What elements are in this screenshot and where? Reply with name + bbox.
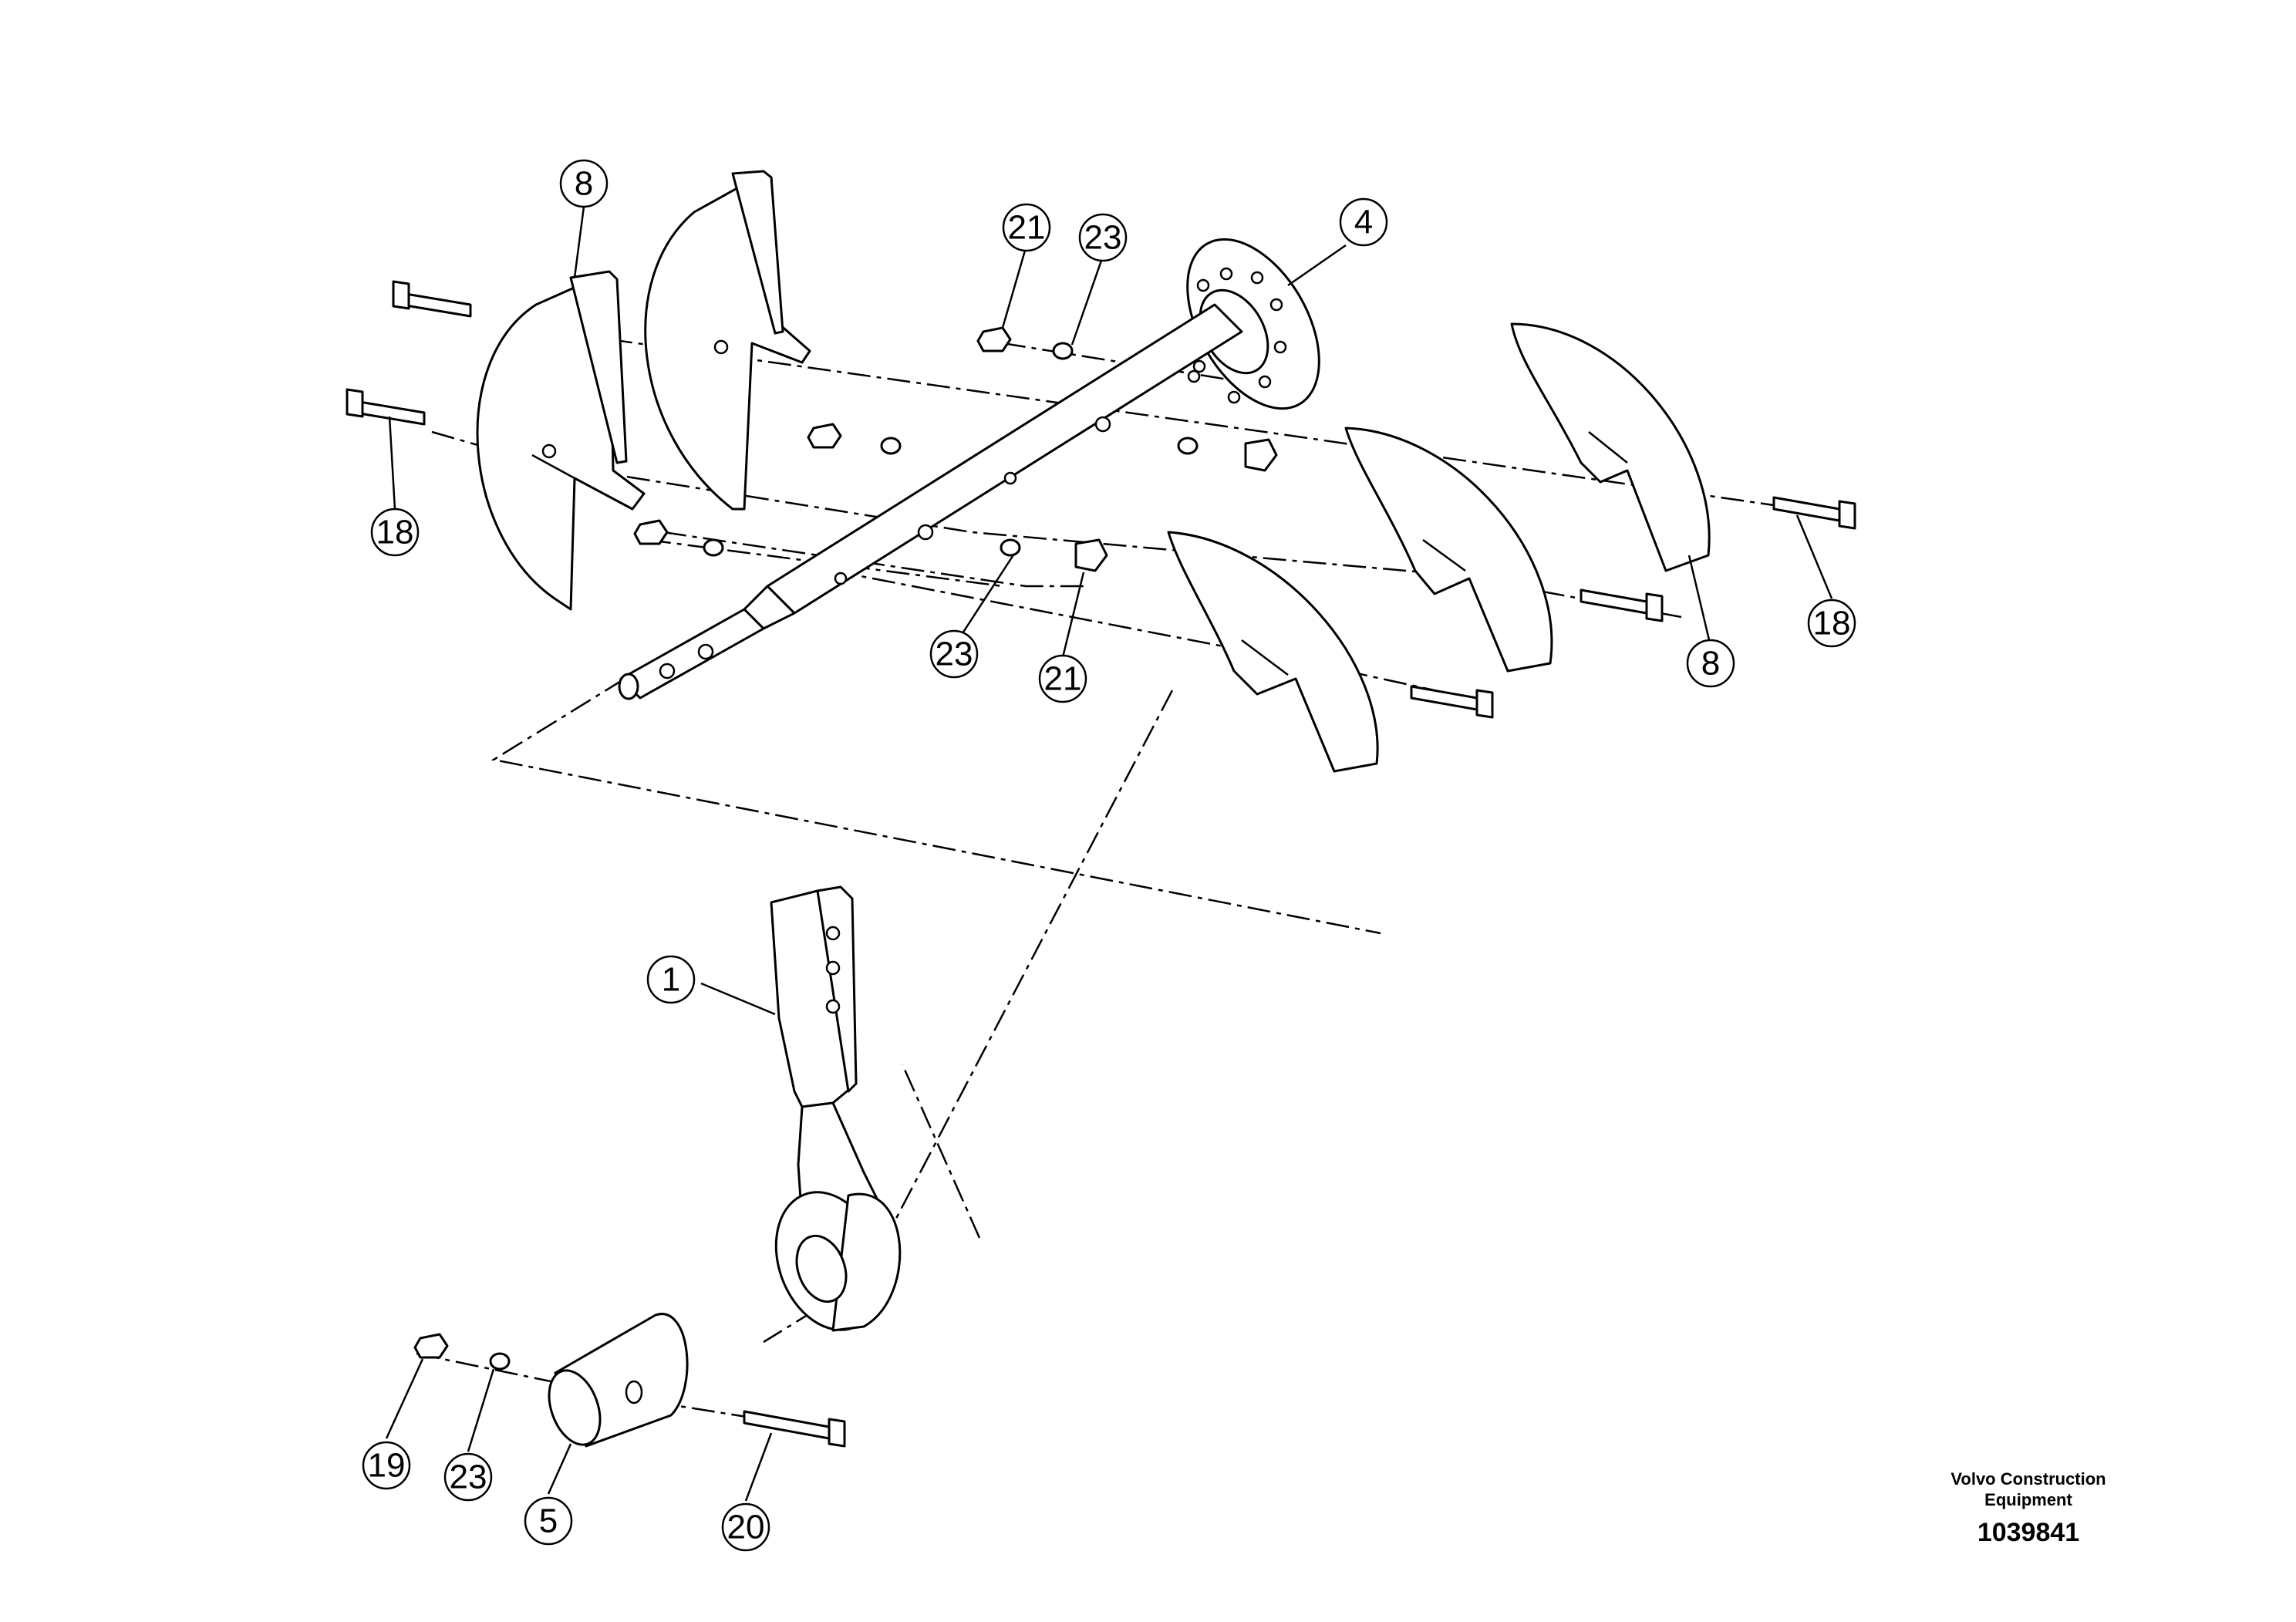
blade-right-rear xyxy=(1510,322,1711,572)
callout-8-right: 8 xyxy=(1686,639,1735,688)
sleeve xyxy=(548,1313,689,1448)
svg-text:19: 19 xyxy=(368,1447,406,1485)
bolt-left-lower xyxy=(346,388,426,426)
callout-4: 4 xyxy=(1339,197,1388,247)
svg-text:23: 23 xyxy=(1084,219,1122,257)
svg-text:23: 23 xyxy=(450,1458,487,1496)
flange-disc xyxy=(1186,238,1320,410)
bolt-right-mid xyxy=(1580,588,1664,622)
callout-20: 20 xyxy=(721,1502,770,1552)
lower-hardware xyxy=(413,1333,846,1448)
callout-21-top: 21 xyxy=(1002,203,1051,252)
callout-21-mid: 21 xyxy=(1038,654,1087,703)
callout-18-left: 18 xyxy=(370,508,420,557)
svg-text:21: 21 xyxy=(1044,660,1082,698)
blade-left-front xyxy=(476,270,646,611)
callout-18-right: 18 xyxy=(1807,599,1856,648)
svg-text:4: 4 xyxy=(1354,204,1373,241)
svg-text:21: 21 xyxy=(1008,209,1046,247)
crank-arm xyxy=(770,885,902,1332)
blade-right-front xyxy=(1167,531,1379,773)
svg-text:1: 1 xyxy=(662,961,680,999)
callout-23-bottom: 23 xyxy=(443,1452,493,1502)
svg-text:8: 8 xyxy=(575,165,593,203)
svg-text:23: 23 xyxy=(936,636,973,673)
svg-text:5: 5 xyxy=(539,1502,558,1540)
bolt-right-lower xyxy=(1410,685,1494,719)
callout-1: 1 xyxy=(646,955,696,1004)
callout-8-top: 8 xyxy=(559,159,609,208)
drawing-number: 1039841 xyxy=(1977,1518,2080,1547)
nuts-washers-upper xyxy=(807,326,1278,472)
callout-23-top: 23 xyxy=(1078,213,1128,262)
shaft xyxy=(618,303,1243,700)
svg-text:18: 18 xyxy=(376,514,414,551)
callout-5: 5 xyxy=(524,1496,573,1546)
blade-right-mid xyxy=(1344,427,1553,673)
bolt-left-upper xyxy=(392,280,472,318)
svg-text:8: 8 xyxy=(1701,645,1720,683)
nuts-washers-lower xyxy=(633,519,1108,572)
blade-left-rear xyxy=(644,170,811,511)
svg-text:20: 20 xyxy=(727,1509,765,1546)
bolt-right-upper xyxy=(1772,496,1856,530)
svg-text:18: 18 xyxy=(1813,605,1851,642)
brand-subtitle: Equipment xyxy=(1984,1490,2072,1509)
callout-23-mid: 23 xyxy=(929,629,979,679)
callout-19: 19 xyxy=(362,1441,411,1490)
leader-lines xyxy=(385,206,1833,1502)
brand-name: Volvo Construction xyxy=(1950,1469,2106,1489)
